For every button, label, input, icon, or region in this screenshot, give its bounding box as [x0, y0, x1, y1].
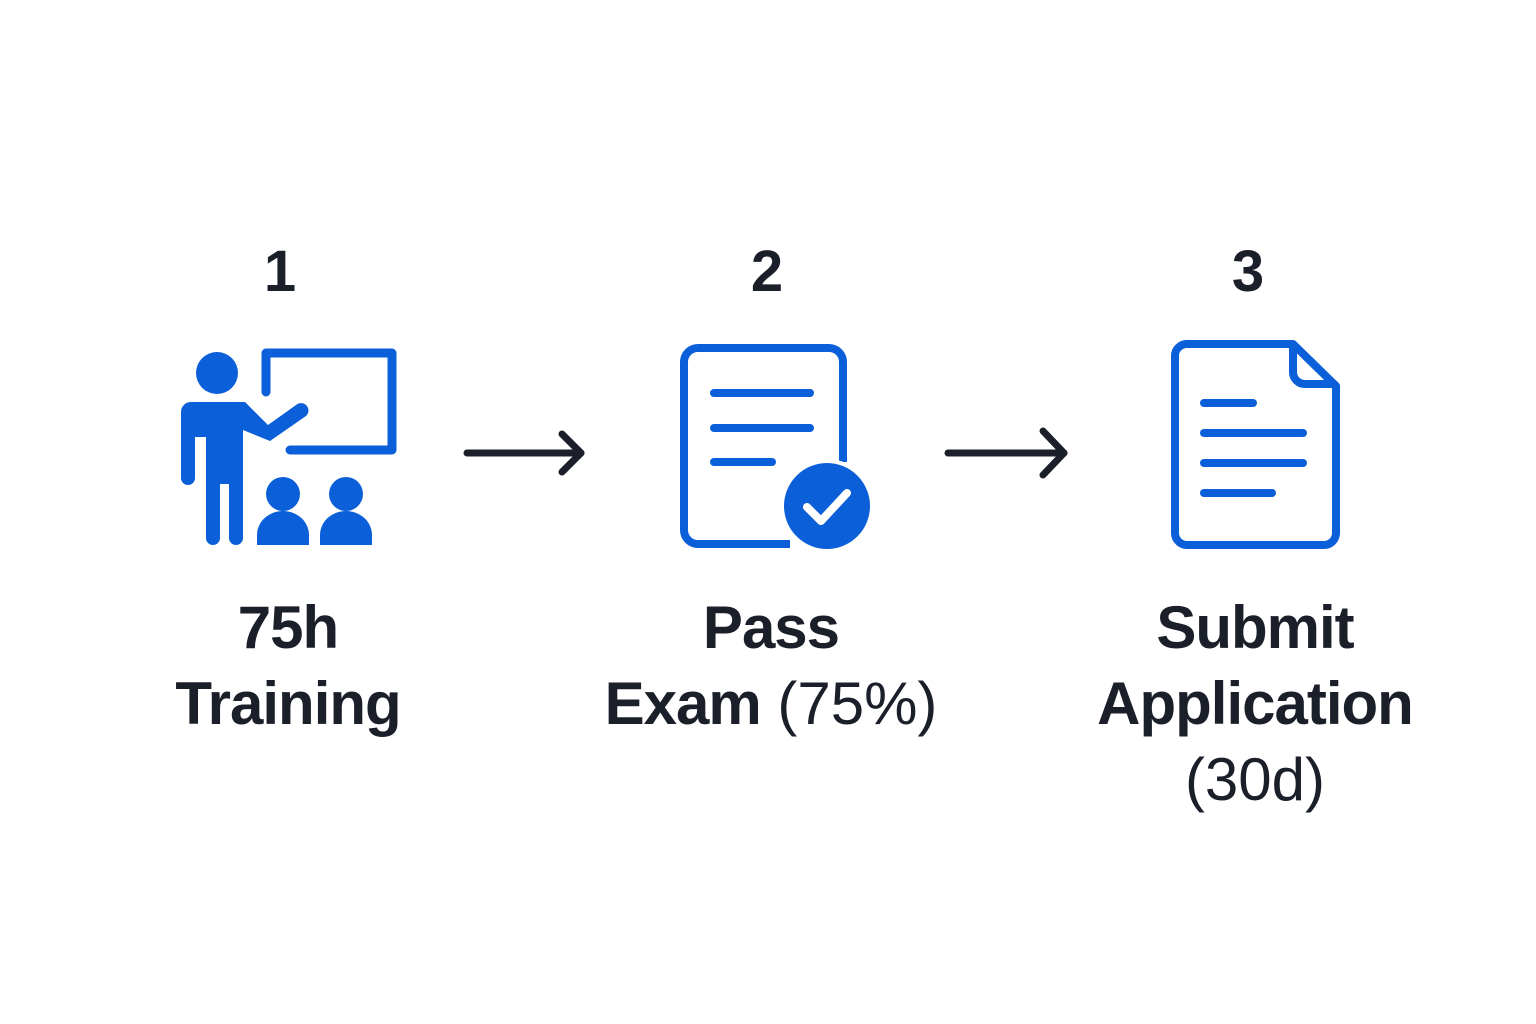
step-number: 2: [750, 239, 784, 304]
step-label-line: Submit: [1156, 594, 1354, 661]
application-document-icon: [1170, 339, 1340, 549]
step-label-line: Application: [1097, 670, 1414, 737]
step-label: Submit Application (30d): [1035, 590, 1475, 818]
step-label: 75h Training: [68, 590, 508, 742]
teacher-presentation-icon: [180, 348, 397, 545]
step-label-line: 75h: [237, 594, 339, 661]
step-label-line: Training: [175, 670, 401, 737]
step-label: Pass Exam (75%): [551, 590, 991, 742]
step-number: 1: [263, 239, 297, 304]
step-label-line: Exam: [604, 670, 762, 737]
step-number: 3: [1231, 239, 1265, 304]
step-label-line: (75%): [777, 670, 938, 737]
exam-document-check-icon: [680, 344, 874, 553]
arrow-right-icon: [944, 427, 1068, 479]
arrow-right-icon: [463, 430, 585, 476]
step-label-line: (30d): [1184, 746, 1326, 813]
step-label-line: Pass: [702, 594, 840, 661]
